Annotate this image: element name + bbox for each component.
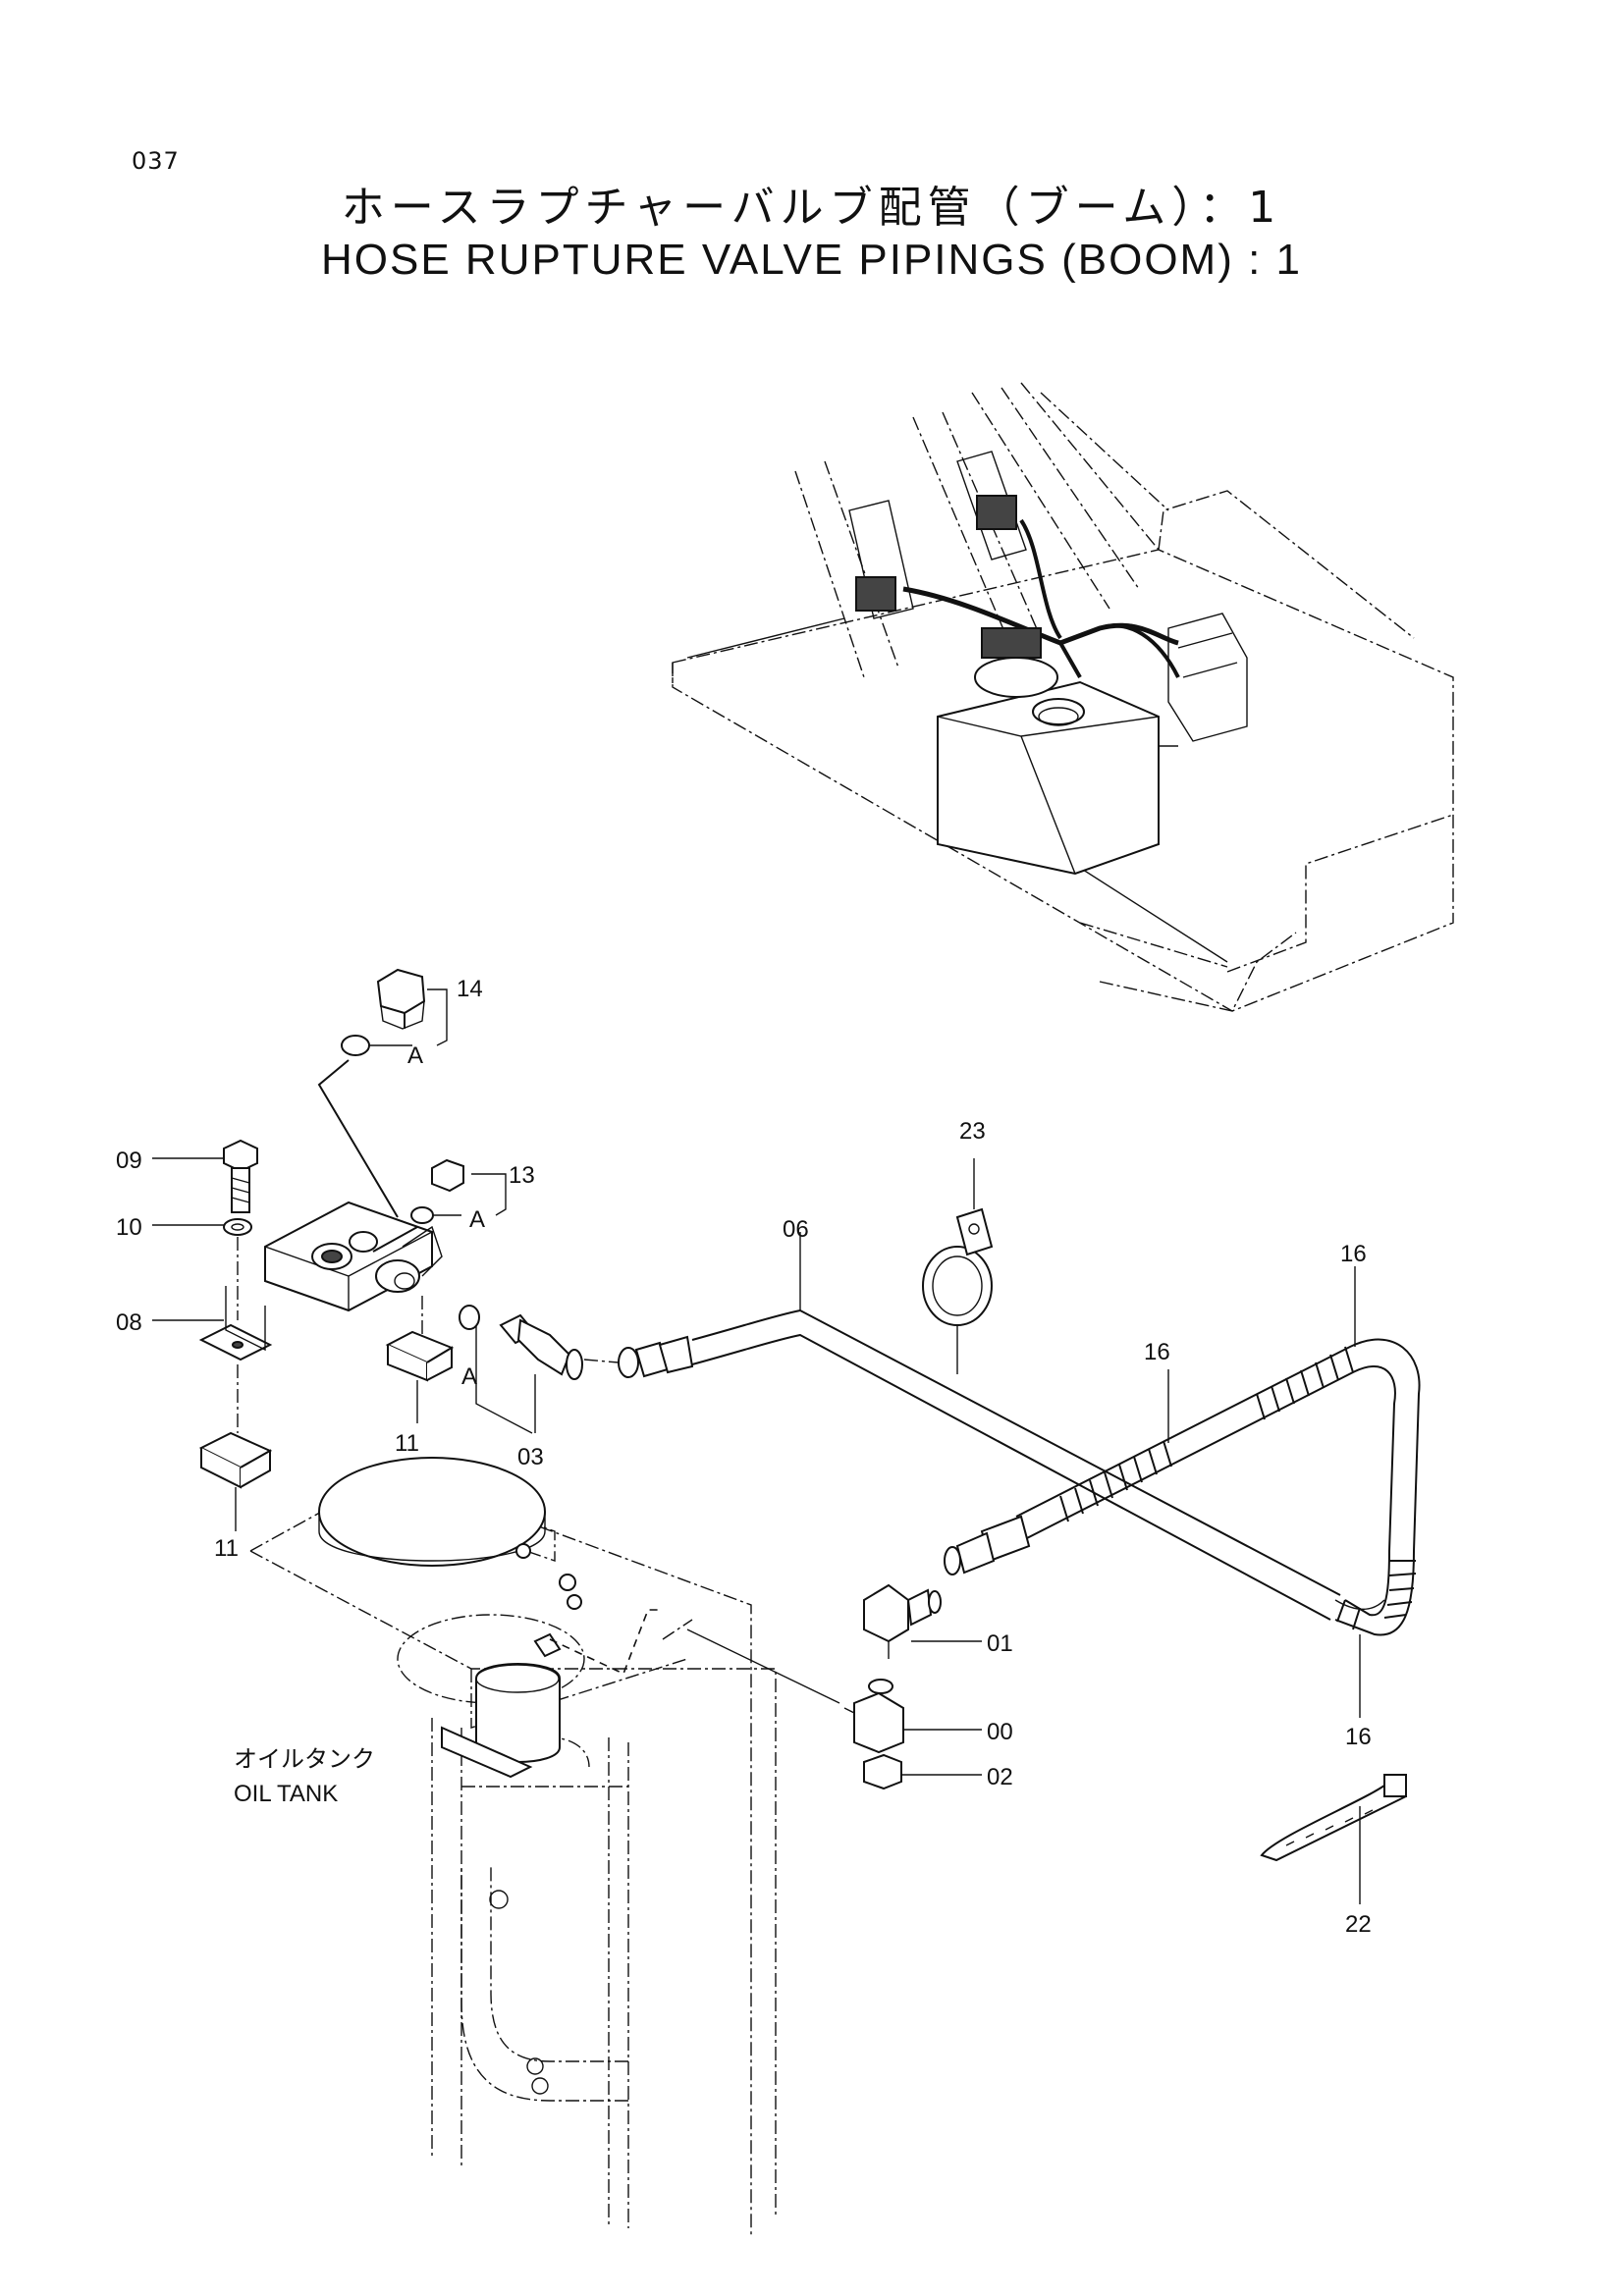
elbow-03 <box>459 1305 620 1434</box>
hose-06 <box>618 1232 1385 1621</box>
callout-11-right: 11 <box>395 1430 419 1457</box>
plug-14 <box>317 968 448 1218</box>
callout-01: 01 <box>987 1630 1013 1657</box>
machine-overview-inset <box>672 382 1454 1012</box>
shim-11-right <box>385 1296 455 1423</box>
shim-11-left <box>198 1364 273 1531</box>
callout-16-bottom: 16 <box>1345 1724 1372 1750</box>
hose-16 <box>944 1266 1421 1718</box>
callout-16-mid: 16 <box>1144 1339 1170 1365</box>
cable-tie-22 <box>1260 1774 1408 1904</box>
plug-02 <box>863 1753 982 1790</box>
callout-00: 00 <box>987 1719 1013 1745</box>
title-english: HOSE RUPTURE VALVE PIPINGS (BOOM) : 1 <box>321 236 1302 284</box>
callout-labels: 14 A 13 A 09 10 08 11 11 A 03 06 23 16 1… <box>116 976 1372 1938</box>
callout-09: 09 <box>116 1148 142 1174</box>
callout-a-03: A <box>461 1363 477 1390</box>
callout-02: 02 <box>987 1764 1013 1790</box>
callout-06: 06 <box>783 1216 809 1243</box>
callout-22: 22 <box>1345 1911 1372 1938</box>
washer-10 <box>152 1218 252 1320</box>
callout-11-left: 11 <box>214 1535 239 1562</box>
callout-08: 08 <box>116 1309 142 1336</box>
callout-a-13: A <box>469 1206 485 1233</box>
plug-13 <box>372 1158 507 1253</box>
hose-rupture-valve <box>198 1201 443 1362</box>
elbow-01 <box>863 1583 982 1659</box>
tank-label-japanese: オイルタンク <box>234 1746 375 1773</box>
title-japanese: ホースラプチャーバルブ配管（ブーム）：1 <box>341 183 1282 233</box>
page-number: 037 <box>132 147 180 175</box>
callout-10: 10 <box>116 1214 142 1241</box>
callout-14: 14 <box>457 976 483 1002</box>
oil-tank <box>249 1457 777 2238</box>
callout-a-14: A <box>407 1042 423 1069</box>
bolt-09 <box>152 1139 258 1213</box>
callout-13: 13 <box>509 1162 535 1189</box>
callout-23: 23 <box>959 1118 986 1145</box>
callout-16-top: 16 <box>1340 1241 1367 1267</box>
tank-label-english: OIL TANK <box>234 1781 338 1807</box>
tee-00 <box>686 1629 982 1754</box>
callout-03: 03 <box>517 1444 544 1470</box>
clamp-23 <box>922 1158 994 1374</box>
